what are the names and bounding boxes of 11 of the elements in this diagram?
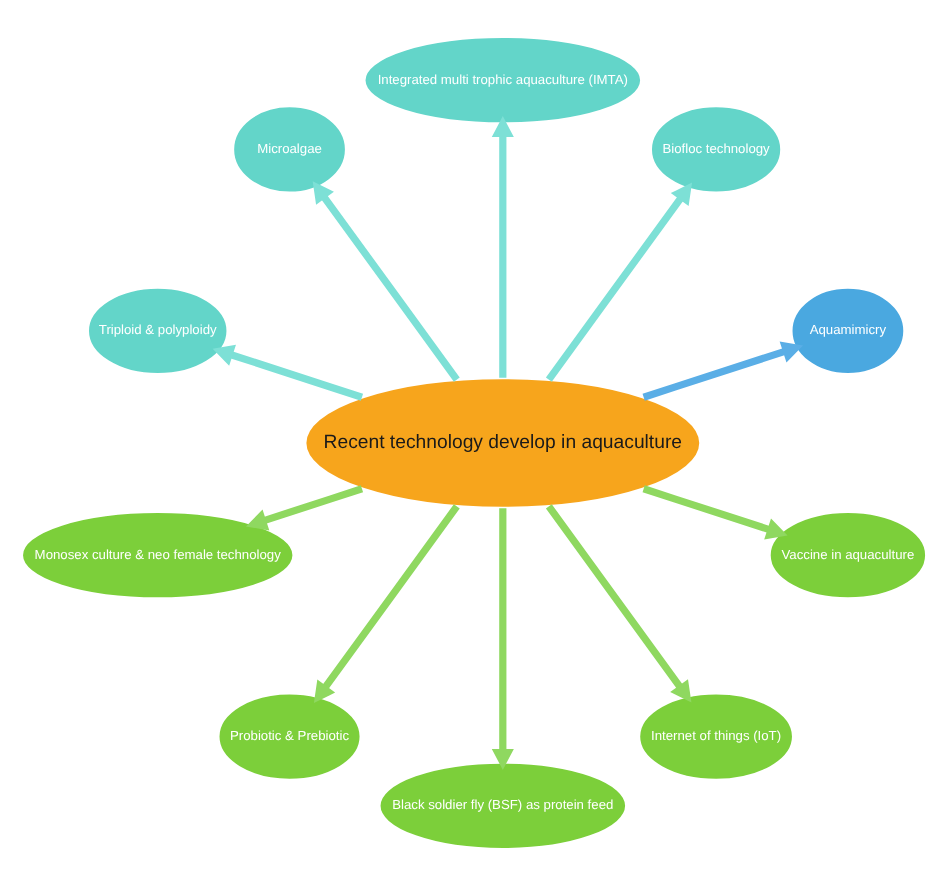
arrow <box>312 181 460 382</box>
arrow <box>545 504 692 703</box>
node-ellipse: Recent technology develop in aquaculture <box>304 376 702 510</box>
arrow <box>245 485 364 531</box>
arrow <box>491 508 514 770</box>
arrow <box>491 116 514 378</box>
arrow <box>642 341 804 401</box>
arrow <box>313 504 460 704</box>
arrow <box>545 182 693 382</box>
arrow <box>212 344 364 401</box>
arrow <box>642 485 788 540</box>
